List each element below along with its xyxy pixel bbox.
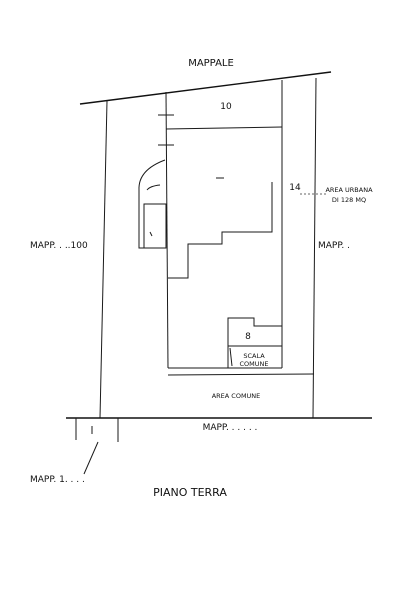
room-10-bottom-wall (165, 126, 283, 130)
left-niche-mark (149, 231, 153, 237)
label-mapp-bottom-center: MAPP. . . . . . (203, 423, 258, 433)
label-area-urbana: AREA URBANA (325, 186, 373, 194)
label-mapp-right: MAPP. . (318, 241, 350, 251)
label-room-8: 8 (245, 332, 251, 342)
stepped-interior-wall (168, 182, 273, 279)
label-mapp-bottom-left: MAPP. 1. . . . (30, 475, 85, 485)
leader-line-bottom-left (83, 441, 99, 475)
label-room-10: 10 (220, 102, 232, 112)
label-area-comune: AREA COMUNE (212, 392, 261, 400)
label-piano-terra: PIANO TERRA (153, 486, 227, 499)
area-comune-top-line (167, 373, 315, 376)
left-niche (143, 203, 167, 249)
label-scala: SCALA (243, 352, 265, 360)
label-mapp-left: MAPP. . ..100 (30, 241, 88, 251)
label-room-14: 14 (289, 183, 301, 193)
left-boundary-line (99, 100, 108, 419)
building-left-wall (165, 91, 169, 369)
stair-divider (229, 347, 233, 367)
label-mappale-top: MAPPALE (188, 58, 234, 69)
label-area-urbana-size: DI 128 MQ (332, 196, 366, 204)
top-boundary-line (79, 71, 332, 105)
right-outer-boundary-line (312, 77, 317, 419)
label-comune: COMUNE (240, 360, 269, 368)
curved-wall-feature (138, 159, 166, 249)
curved-wall-inner (146, 184, 161, 191)
room-8-wall (227, 317, 282, 368)
